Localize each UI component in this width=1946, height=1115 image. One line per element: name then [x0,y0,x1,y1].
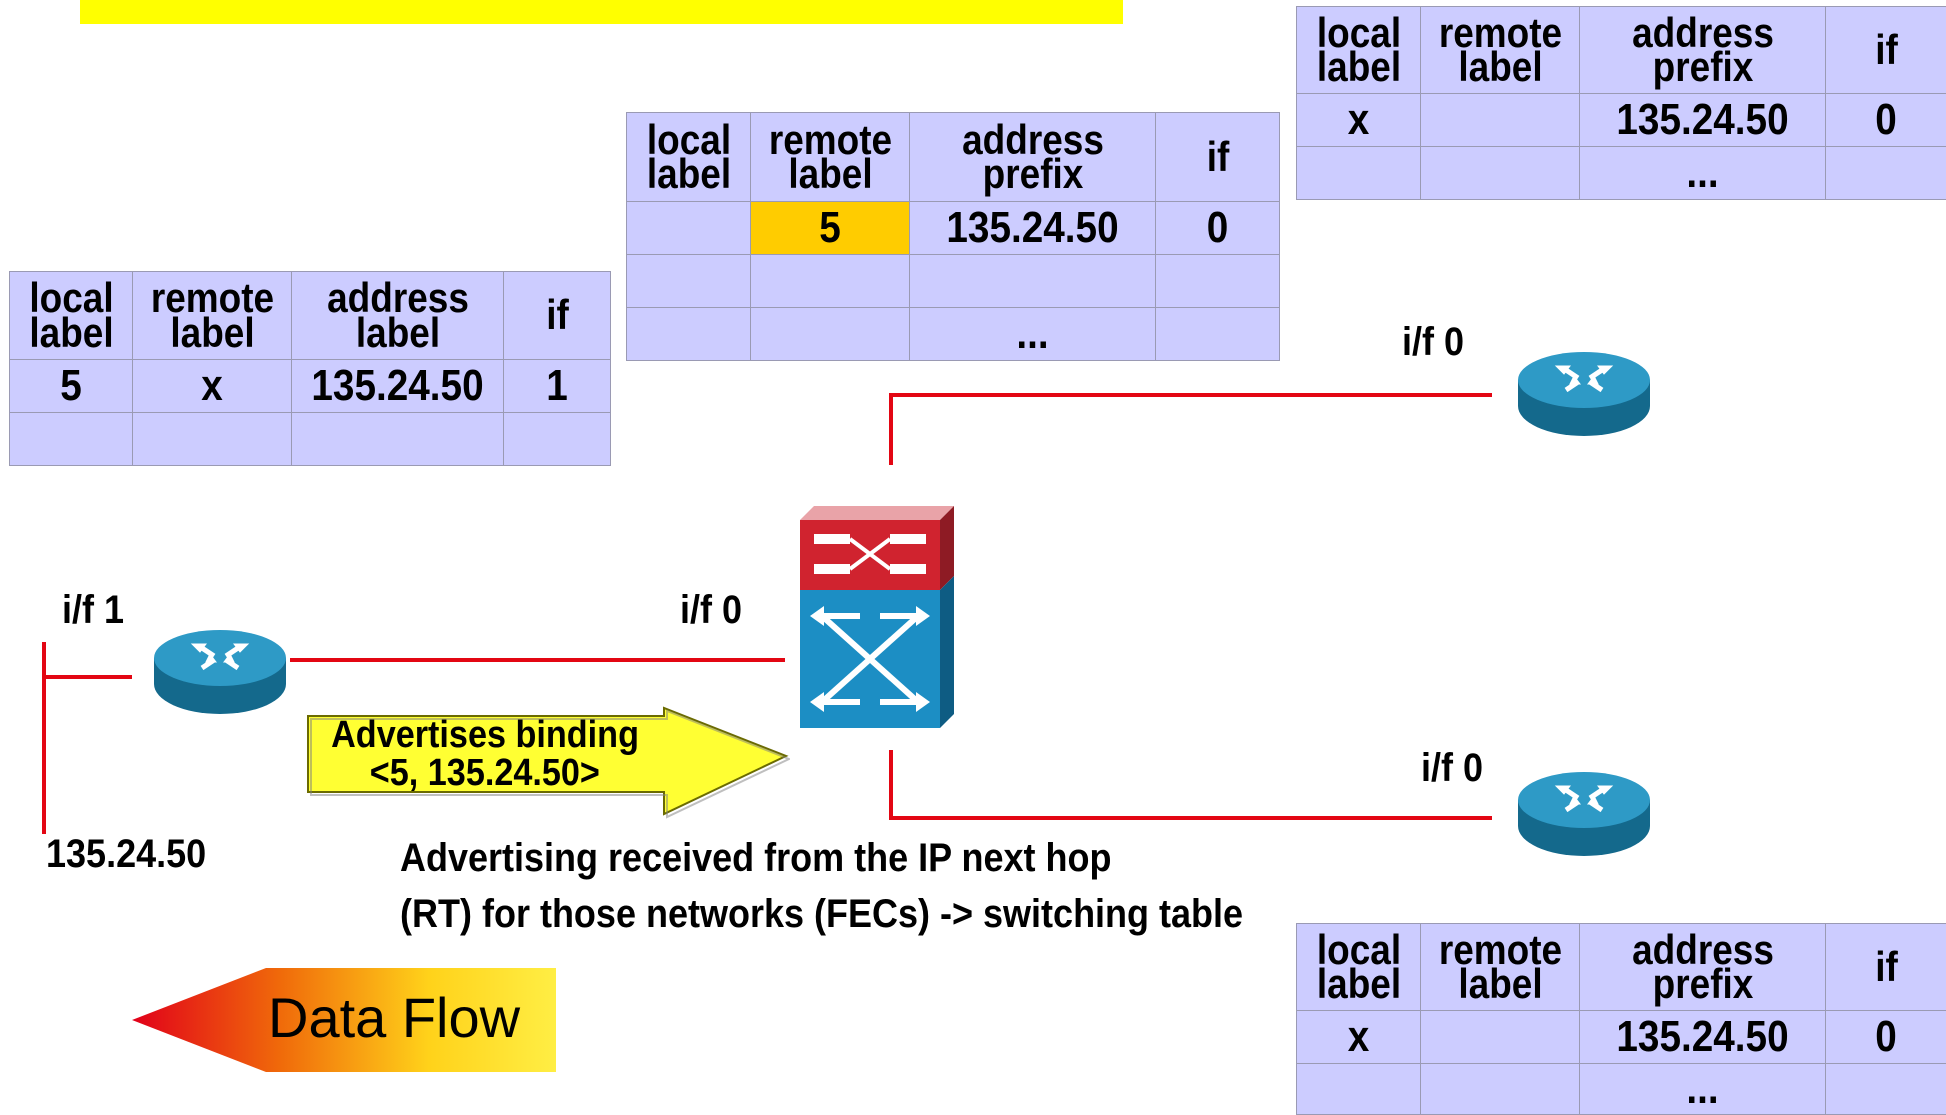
header-if: if [1833,7,1939,94]
network-address-label: 135.24.50 [46,832,224,877]
header-if: if [1833,924,1939,1011]
router-icon [1516,770,1652,858]
top-banner [80,0,1123,24]
router-icon [152,628,288,716]
cell-empty [1421,147,1580,200]
label-table-bottom-right: local label remote label address prefix … [1296,923,1946,1115]
link-switch-down [889,750,893,820]
cell-empty [1421,1064,1580,1115]
cell-remote [1421,1011,1580,1064]
cell-remote: x [133,360,292,413]
cell-local: 5 [10,360,133,413]
header-address-label: address label [304,272,491,360]
data-flow-label: Data Flow [268,985,520,1050]
cell-address: 135.24.50 [910,202,1156,255]
cell-address: 135.24.50 [1580,1011,1826,1064]
cell-if: 0 [1156,202,1280,255]
cell-if: 0 [1826,94,1946,147]
cell-empty [1156,255,1280,308]
interface-label-left-router: i/f 1 [62,588,131,633]
header-local-label: local label [1304,7,1413,94]
cell-empty [627,308,751,361]
router-icon [1516,350,1652,438]
link-network-to-router [42,675,132,679]
label-table-center: local label remote label address prefix … [626,112,1280,361]
header-local-label: local label [634,113,743,202]
explanation-note: Advertising received from the IP next ho… [400,830,1337,942]
cell-ellipsis: ... [1580,1064,1826,1115]
cell-empty [1297,147,1421,200]
cell-empty [751,255,910,308]
cell-remote-highlighted: 5 [751,202,910,255]
label-switch-router-icon [800,506,954,728]
cell-empty [627,255,751,308]
callout-text: Advertises binding<5, 135.24.50> [310,716,660,792]
header-remote-label: remote label [142,272,282,360]
cell-address: 135.24.50 [1580,94,1826,147]
cell-local [627,202,751,255]
cell-empty [10,413,133,466]
cell-empty [1156,308,1280,361]
header-address-prefix: address prefix [924,113,1140,202]
cell-if: 0 [1826,1011,1946,1064]
header-remote-label: remote label [1430,7,1570,94]
link-switch-up [889,393,893,465]
cell-empty [1826,147,1946,200]
cell-ellipsis: ... [910,308,1156,361]
header-address-prefix: address prefix [1594,7,1810,94]
cell-empty [133,413,292,466]
header-remote-label: remote label [760,113,900,202]
cell-empty [1826,1064,1946,1115]
header-address-prefix: address prefix [1594,924,1810,1011]
interface-label-top-router: i/f 0 [1402,320,1471,365]
interface-label-bottom-router: i/f 0 [1421,746,1490,791]
header-if: if [1163,113,1272,202]
link-router-to-switch [290,658,785,662]
interface-label-switch: i/f 0 [680,588,749,633]
link-switch-to-bottom-router [889,816,1492,820]
label-table-left: local label remote label address label i… [9,271,611,466]
header-remote-label: remote label [1430,924,1570,1011]
cell-remote [1421,94,1580,147]
link-switch-to-top-router [889,393,1492,397]
cell-if: 1 [504,360,611,413]
header-local-label: local label [17,272,125,360]
network-segment-line [42,642,46,834]
cell-empty [1297,1064,1421,1115]
label-table-top-right: local label remote label address prefix … [1296,6,1946,200]
cell-empty [910,255,1156,308]
header-if: if [510,272,604,360]
cell-ellipsis: ... [1580,147,1826,200]
cell-local: x [1297,1011,1421,1064]
cell-empty [504,413,611,466]
cell-address: 135.24.50 [292,360,504,413]
cell-local: x [1297,94,1421,147]
cell-empty [292,413,504,466]
cell-empty [751,308,910,361]
